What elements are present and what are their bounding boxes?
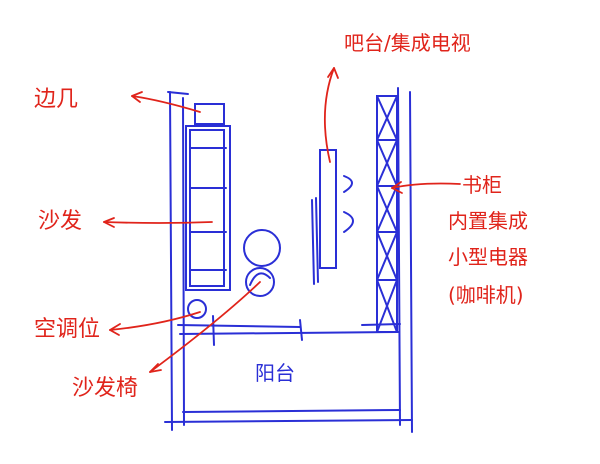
lounge-chair bbox=[243, 229, 281, 297]
label-bookcase-builtin: 内置集成 bbox=[448, 209, 528, 233]
outer-walls bbox=[164, 87, 413, 433]
bar-counter bbox=[311, 149, 354, 285]
bookcase bbox=[376, 95, 398, 333]
label-lounge-chair: 沙发椅 bbox=[72, 376, 138, 401]
annotation-arrows bbox=[103, 67, 461, 373]
label-sofa: 沙发 bbox=[38, 209, 82, 234]
label-bar-tv: 吧台/集成电视 bbox=[344, 31, 471, 55]
sofa bbox=[185, 125, 231, 291]
ac-spot bbox=[187, 299, 207, 319]
label-ac-spot: 空调位 bbox=[34, 317, 100, 342]
side-table bbox=[194, 103, 225, 125]
label-bookcase-appliance: 小型电器 bbox=[448, 245, 528, 269]
balcony-divider bbox=[177, 315, 401, 346]
label-bookcase: 书柜 bbox=[462, 173, 502, 197]
label-balcony: 阳台 bbox=[255, 361, 295, 385]
label-bookcase-coffee: (咖啡机) bbox=[448, 283, 524, 307]
label-side-table: 边几 bbox=[34, 87, 78, 112]
